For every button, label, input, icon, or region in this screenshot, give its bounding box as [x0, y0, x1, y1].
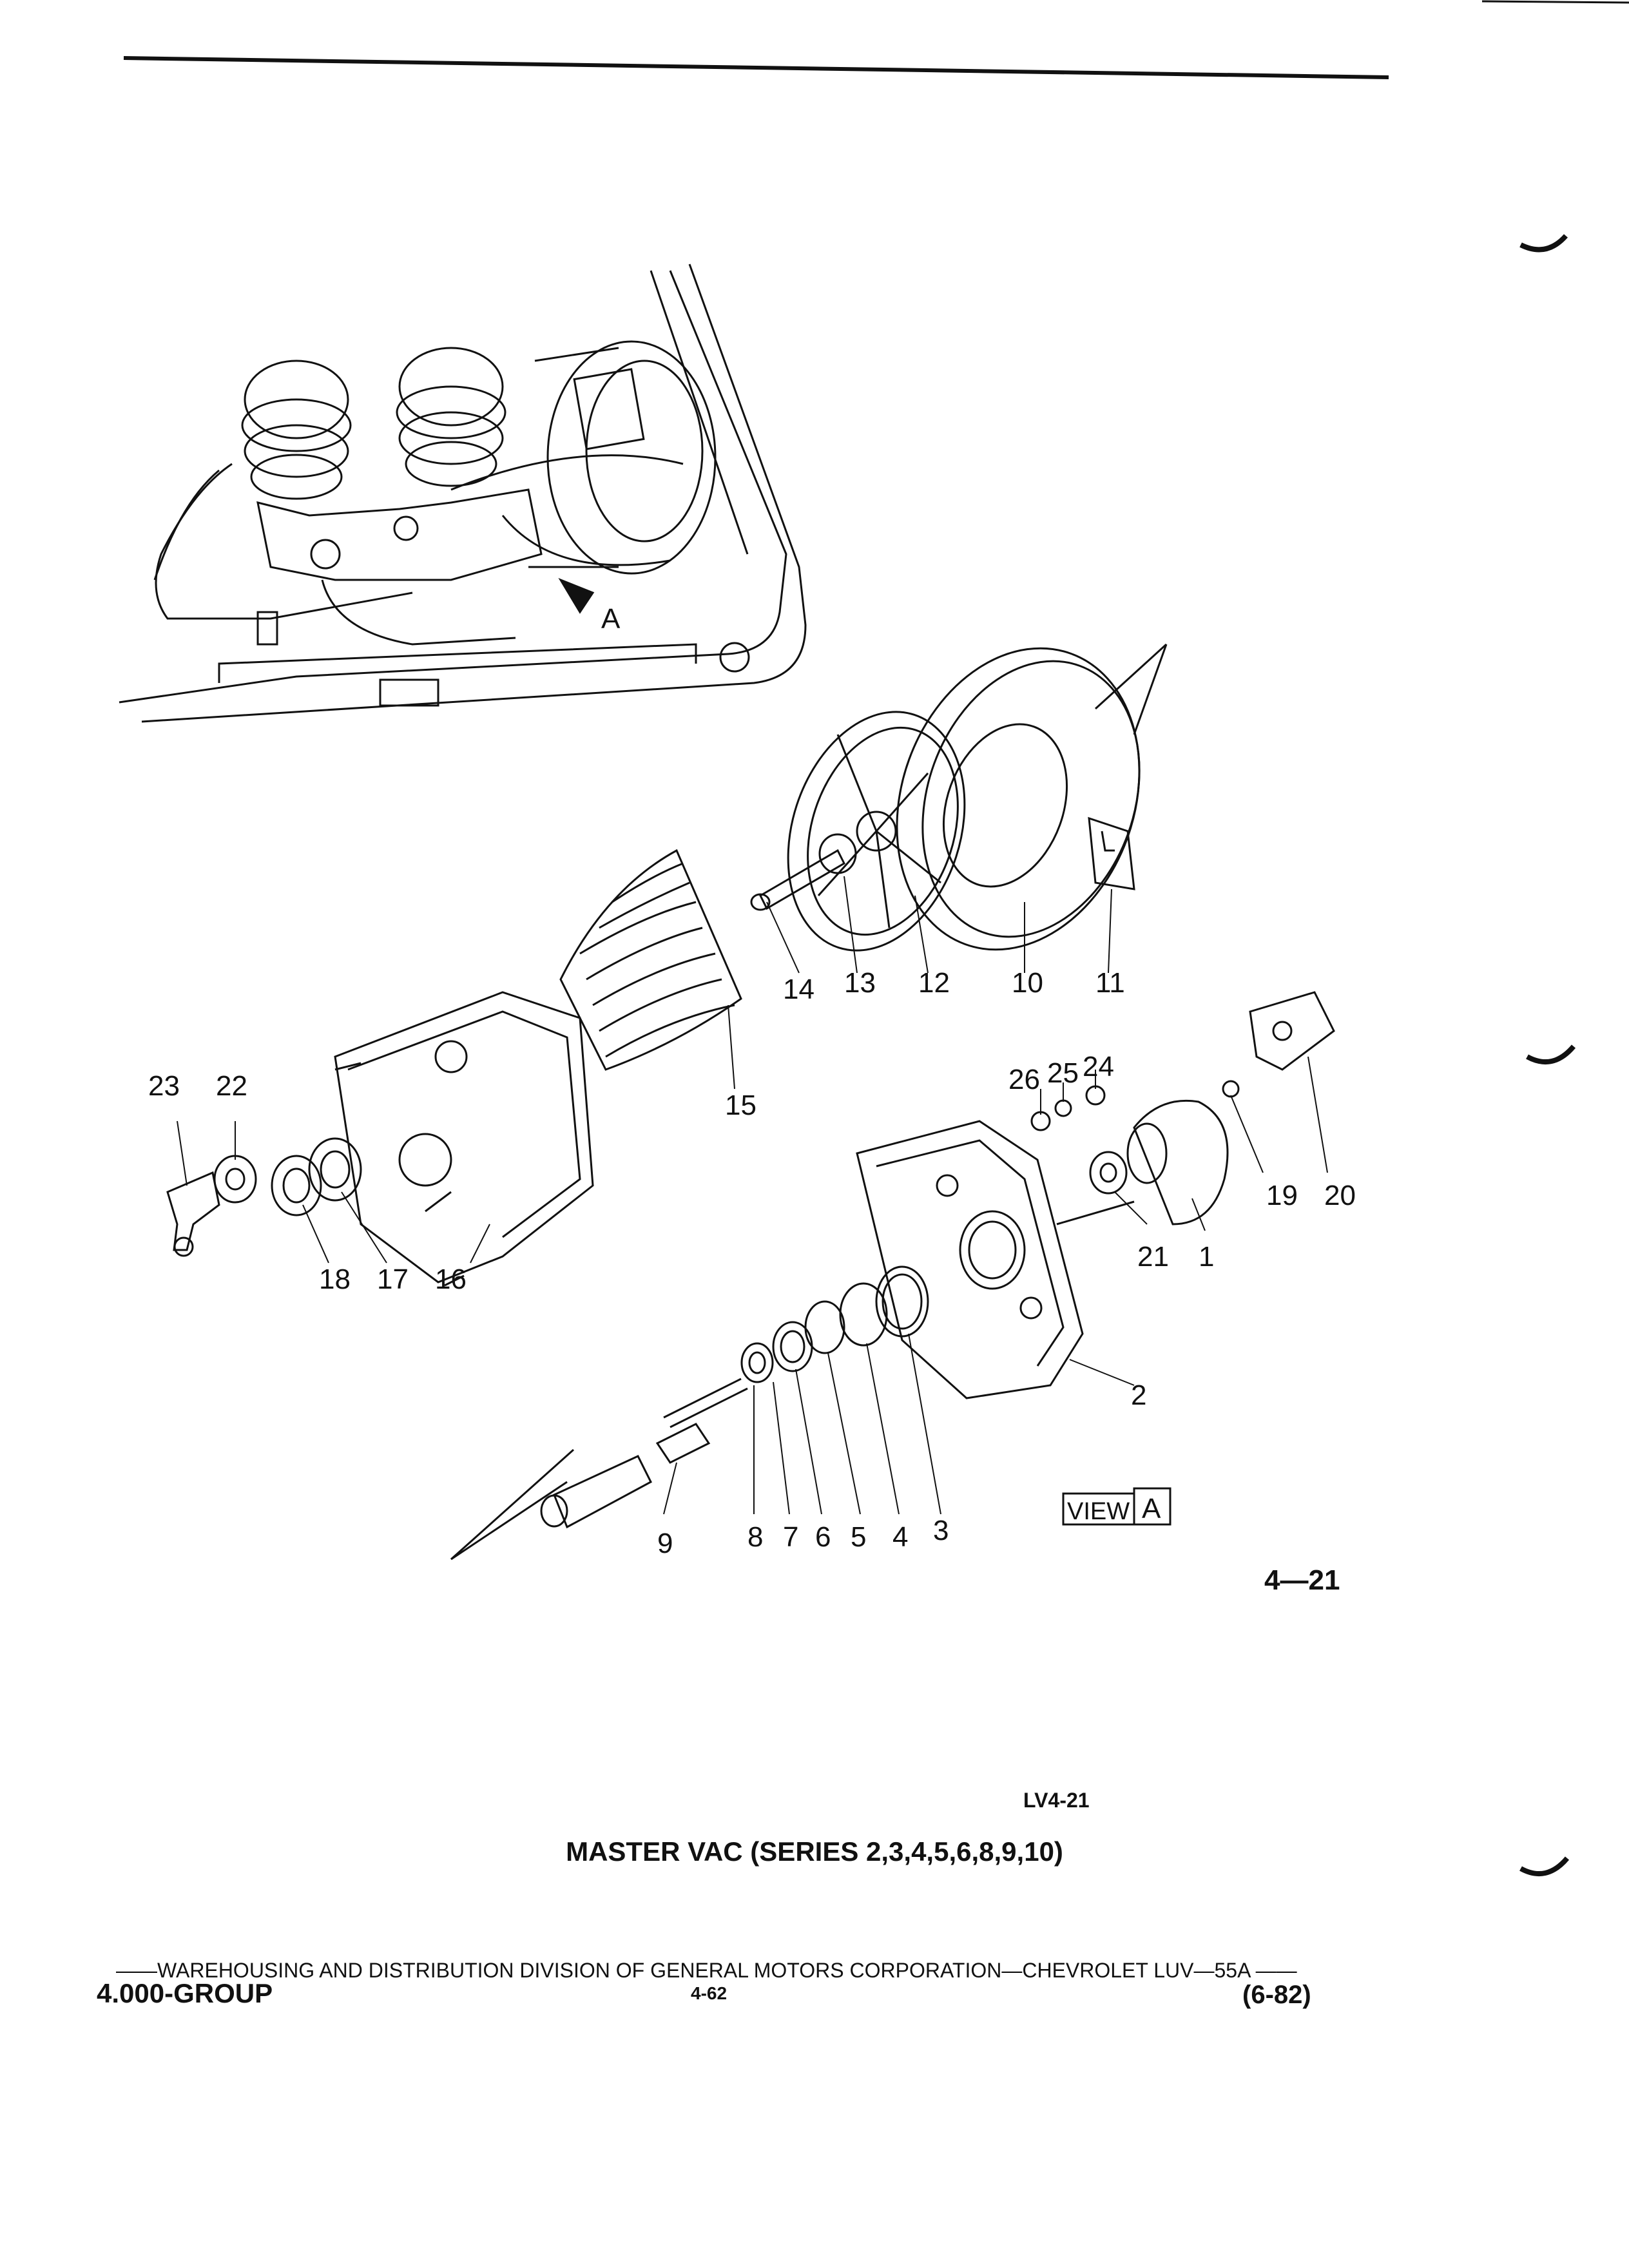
footer-edition: (6-82): [1242, 1981, 1311, 2009]
callout-18: 18: [319, 1264, 351, 1295]
binding-mark-middle: [1526, 1044, 1576, 1064]
callout-3: 3: [933, 1515, 949, 1546]
callout-5: 5: [851, 1521, 866, 1553]
footer-page-number: 4-62: [691, 1983, 728, 2003]
callout-10: 10: [1012, 967, 1043, 999]
binding-mark-top: [1519, 234, 1568, 253]
callout-8: 8: [747, 1521, 763, 1553]
retainer-key: [1088, 816, 1135, 890]
figure-number: 4—21: [1264, 1564, 1340, 1596]
diaphragm-support: [787, 711, 966, 952]
leader-lines: [177, 876, 1328, 1515]
callout-14: 14: [783, 974, 815, 1005]
front-shell: [334, 991, 594, 1287]
push-rod: [750, 833, 857, 911]
footer-group: 4.000-GROUP: [97, 1978, 273, 2008]
corner-mark: [1481, 0, 1629, 4]
callout-4: 4: [892, 1521, 908, 1553]
callout-21: 21: [1137, 1241, 1169, 1273]
nut-washers: [1030, 1085, 1106, 1131]
binding-mark-bottom: [1519, 1856, 1570, 1876]
callout-7: 7: [783, 1521, 798, 1553]
clevis: [1222, 991, 1335, 1098]
figure-caption: MASTER VAC (SERIES 2,3,4,5,6,8,9,10): [566, 1836, 1063, 1867]
callout-2: 2: [1131, 1379, 1146, 1411]
callout-12: 12: [918, 967, 950, 999]
callout-23: 23: [148, 1070, 180, 1102]
top-rule: [123, 56, 1389, 79]
engine-bay-inset: [119, 264, 807, 723]
callout-20: 20: [1324, 1180, 1356, 1211]
rear-boot: [1089, 1099, 1229, 1225]
callout-6: 6: [815, 1521, 831, 1553]
callout-19: 19: [1266, 1180, 1298, 1211]
callout-26: 26: [1008, 1064, 1040, 1095]
callout-24: 24: [1083, 1051, 1114, 1082]
callout-13: 13: [844, 967, 876, 999]
callout-15: 15: [725, 1090, 757, 1121]
view-label-word: VIEW: [1067, 1498, 1130, 1525]
callout-1: 1: [1199, 1241, 1214, 1273]
front-seal-parts: [166, 1137, 362, 1257]
footer-publisher-line: ——WAREHOUSING AND DISTRIBUTION DIVISION …: [116, 1959, 1297, 1982]
callout-11: 11: [1095, 967, 1125, 999]
callout-22: 22: [216, 1070, 247, 1102]
callout-25: 25: [1047, 1057, 1079, 1089]
callout-16: 16: [435, 1264, 467, 1295]
valve-parts: [450, 1265, 929, 1561]
callout-17: 17: [377, 1264, 409, 1295]
drawing-code: LV4-21: [1023, 1789, 1090, 1812]
callout-9: 9: [657, 1528, 673, 1559]
view-a-label: VIEW A: [1062, 1487, 1171, 1526]
bellows-boot: [559, 849, 742, 1071]
view-label-letter: A: [1142, 1493, 1161, 1524]
rear-shell: [856, 1120, 1135, 1399]
view-marker-letter: A: [601, 603, 621, 635]
